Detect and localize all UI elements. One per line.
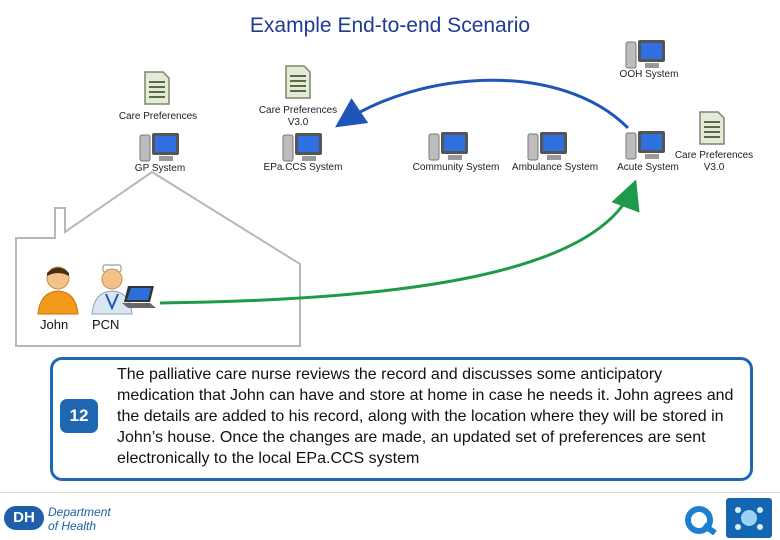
computer-icon xyxy=(625,131,665,160)
acute-system-label: Acute System xyxy=(617,162,679,173)
step-description: The palliative care nurse reviews the re… xyxy=(117,366,734,467)
ooh-system-label: OOH System xyxy=(619,69,679,80)
document-icon xyxy=(144,71,170,105)
computer-icon xyxy=(428,132,468,161)
house-outline xyxy=(15,170,301,347)
gp-doc-label: Care Preferences xyxy=(118,111,198,122)
computer-icon xyxy=(139,133,179,162)
gp-system-label: GP System xyxy=(134,163,186,174)
computer-icon xyxy=(527,132,567,161)
acute-doc-label-line2: V3.0 xyxy=(703,162,725,173)
pcn-label: PCN xyxy=(92,317,120,332)
ambulance-system-label: Ambulance System xyxy=(511,162,599,173)
q-logo-icon xyxy=(685,506,717,535)
epaccs-doc-label-line2: V3.0 xyxy=(287,117,309,128)
dh-logo-mark: DH xyxy=(4,506,44,530)
person-icon xyxy=(37,266,79,315)
dh-logo-text: Department of Health xyxy=(48,505,111,533)
blue-arrow xyxy=(335,78,630,130)
community-system-label: Community System xyxy=(412,162,500,173)
snowflake-logo-icon xyxy=(726,498,772,538)
acute-doc-label-line1: Care Preferences xyxy=(674,150,754,161)
john-label: John xyxy=(40,317,69,332)
document-icon xyxy=(699,111,725,145)
laptop-icon xyxy=(122,286,156,308)
computer-icon xyxy=(282,133,322,162)
green-arrow xyxy=(159,179,640,305)
nurse-icon xyxy=(91,264,133,315)
step-description-box xyxy=(50,357,753,481)
dh-logo-line2: of Health xyxy=(48,519,97,533)
step-number-badge: 12 xyxy=(60,399,98,433)
epaccs-doc-label-line1: Care Preferences xyxy=(258,105,338,116)
computer-icon xyxy=(625,40,665,69)
epaccs-system-label: EPa.CCS System xyxy=(263,162,343,173)
page-title: Example End-to-end Scenario xyxy=(249,14,531,37)
document-icon xyxy=(285,65,311,99)
footer-divider xyxy=(0,492,780,493)
dh-logo-line1: Department xyxy=(48,505,111,519)
